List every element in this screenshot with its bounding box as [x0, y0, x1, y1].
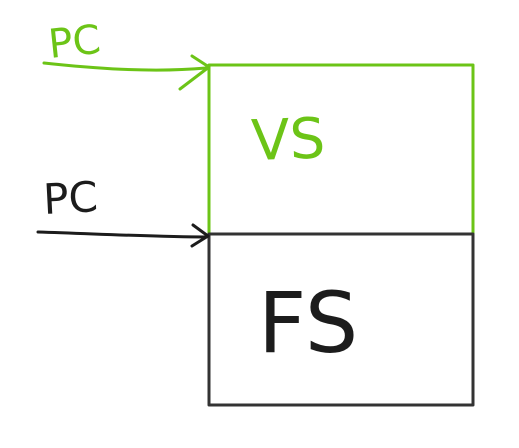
vs-box-label: VS [250, 106, 326, 174]
top-arrow-head [178, 54, 211, 91]
top-pc-arrow: PC [42, 17, 211, 91]
top-pc-label: PC [46, 17, 103, 68]
vs-box-group: VS [207, 63, 475, 236]
fs-box-group: FS [207, 232, 475, 407]
vs-box-outline [207, 63, 475, 236]
fs-box-label: FS [258, 274, 358, 372]
fs-box-outline [207, 232, 475, 407]
bottom-pc-label: PC [42, 172, 99, 224]
bottom-arrow-head [190, 223, 210, 248]
top-arrow-shaft [42, 61, 208, 72]
bottom-pc-arrow: PC [36, 172, 210, 248]
bottom-arrow-shaft [36, 230, 208, 239]
